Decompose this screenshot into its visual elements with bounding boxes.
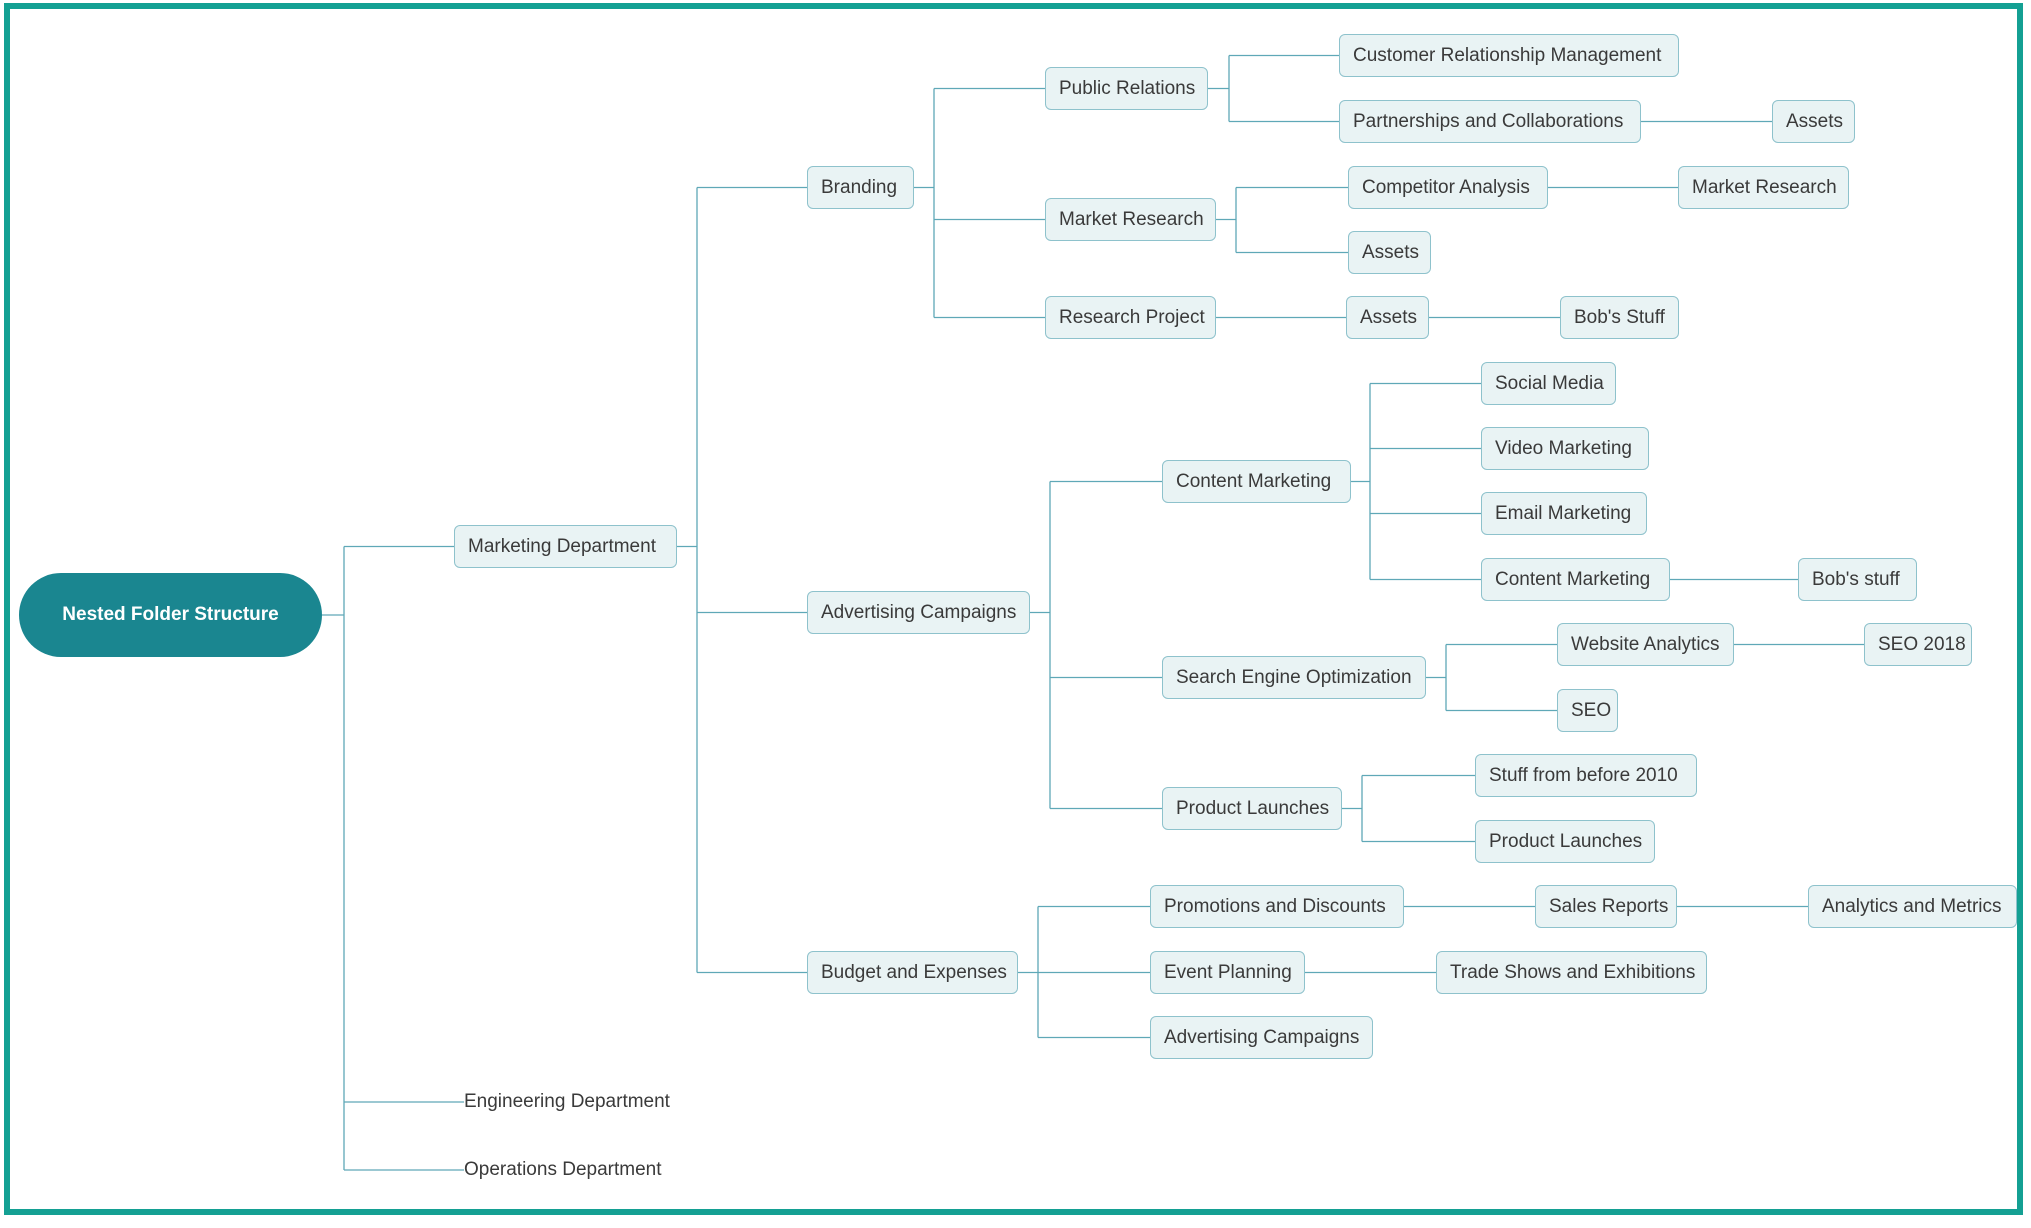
node-research-project-assets[interactable]: Assets: [1346, 296, 1429, 339]
node-advertising-campaigns-budget[interactable]: Advertising Campaigns: [1150, 1016, 1373, 1059]
node-advertising-campaigns[interactable]: Advertising Campaigns: [807, 591, 1030, 634]
node-bobs-stuff[interactable]: Bob's Stuff: [1560, 296, 1679, 339]
node-event-planning[interactable]: Event Planning: [1150, 951, 1305, 994]
node-customer-relationship-management[interactable]: Customer Relationship Management: [1339, 34, 1679, 77]
node-public-relations[interactable]: Public Relations: [1045, 67, 1208, 110]
node-product-launches[interactable]: Product Launches: [1162, 787, 1342, 830]
node-research-project[interactable]: Research Project: [1045, 296, 1216, 339]
node-seo-folder[interactable]: SEO: [1557, 689, 1618, 732]
node-branding[interactable]: Branding: [807, 166, 914, 209]
node-partnerships-and-collaborations[interactable]: Partnerships and Collaborations: [1339, 100, 1641, 143]
node-market-research-assets[interactable]: Assets: [1348, 231, 1431, 274]
node-email-marketing[interactable]: Email Marketing: [1481, 492, 1647, 535]
node-budget-and-expenses[interactable]: Budget and Expenses: [807, 951, 1018, 994]
node-marketing-department[interactable]: Marketing Department: [454, 525, 677, 568]
node-search-engine-optimization[interactable]: Search Engine Optimization: [1162, 656, 1426, 699]
node-competitor-market-research[interactable]: Market Research: [1678, 166, 1849, 209]
node-stuff-from-before-2010[interactable]: Stuff from before 2010: [1475, 754, 1697, 797]
node-bobs-stuff-content[interactable]: Bob's stuff: [1798, 558, 1917, 601]
node-competitor-analysis[interactable]: Competitor Analysis: [1348, 166, 1548, 209]
node-promotions-and-discounts[interactable]: Promotions and Discounts: [1150, 885, 1404, 928]
node-partnerships-assets[interactable]: Assets: [1772, 100, 1855, 143]
node-video-marketing[interactable]: Video Marketing: [1481, 427, 1649, 470]
node-operations-department[interactable]: Operations Department: [464, 1159, 662, 1180]
root-node[interactable]: Nested Folder Structure: [19, 573, 322, 657]
node-social-media[interactable]: Social Media: [1481, 362, 1616, 405]
node-content-marketing[interactable]: Content Marketing: [1162, 460, 1351, 503]
node-product-launches-sub[interactable]: Product Launches: [1475, 820, 1655, 863]
node-engineering-department[interactable]: Engineering Department: [464, 1091, 670, 1112]
node-market-research[interactable]: Market Research: [1045, 198, 1216, 241]
node-trade-shows-and-exhibitions[interactable]: Trade Shows and Exhibitions: [1436, 951, 1707, 994]
node-content-marketing-sub[interactable]: Content Marketing: [1481, 558, 1670, 601]
node-sales-reports[interactable]: Sales Reports: [1535, 885, 1677, 928]
node-analytics-and-metrics[interactable]: Analytics and Metrics: [1808, 885, 2017, 928]
node-seo-2018[interactable]: SEO 2018: [1864, 623, 1972, 666]
node-website-analytics[interactable]: Website Analytics: [1557, 623, 1734, 666]
